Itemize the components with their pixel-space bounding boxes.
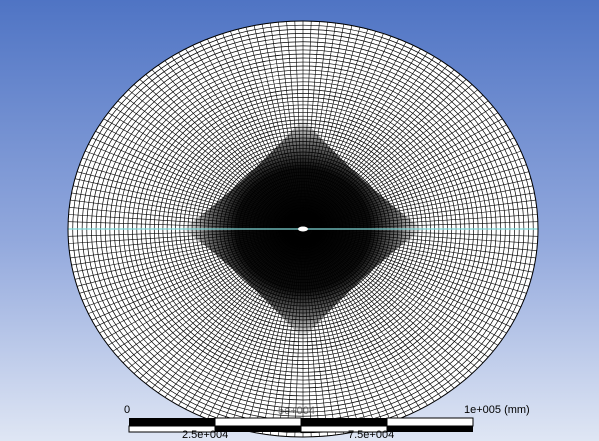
scale-label-0: 0 — [124, 404, 131, 416]
scale-label-75000: 7.5e+004 — [348, 429, 395, 441]
scale-label-50000: 5e+004 — [278, 405, 316, 417]
scale-label-25000: 2.5e+004 — [182, 429, 229, 441]
mesh-boundary — [67, 20, 539, 438]
scale-label-100000: 1e+005 (mm) — [464, 404, 530, 416]
center-marker — [298, 226, 308, 232]
